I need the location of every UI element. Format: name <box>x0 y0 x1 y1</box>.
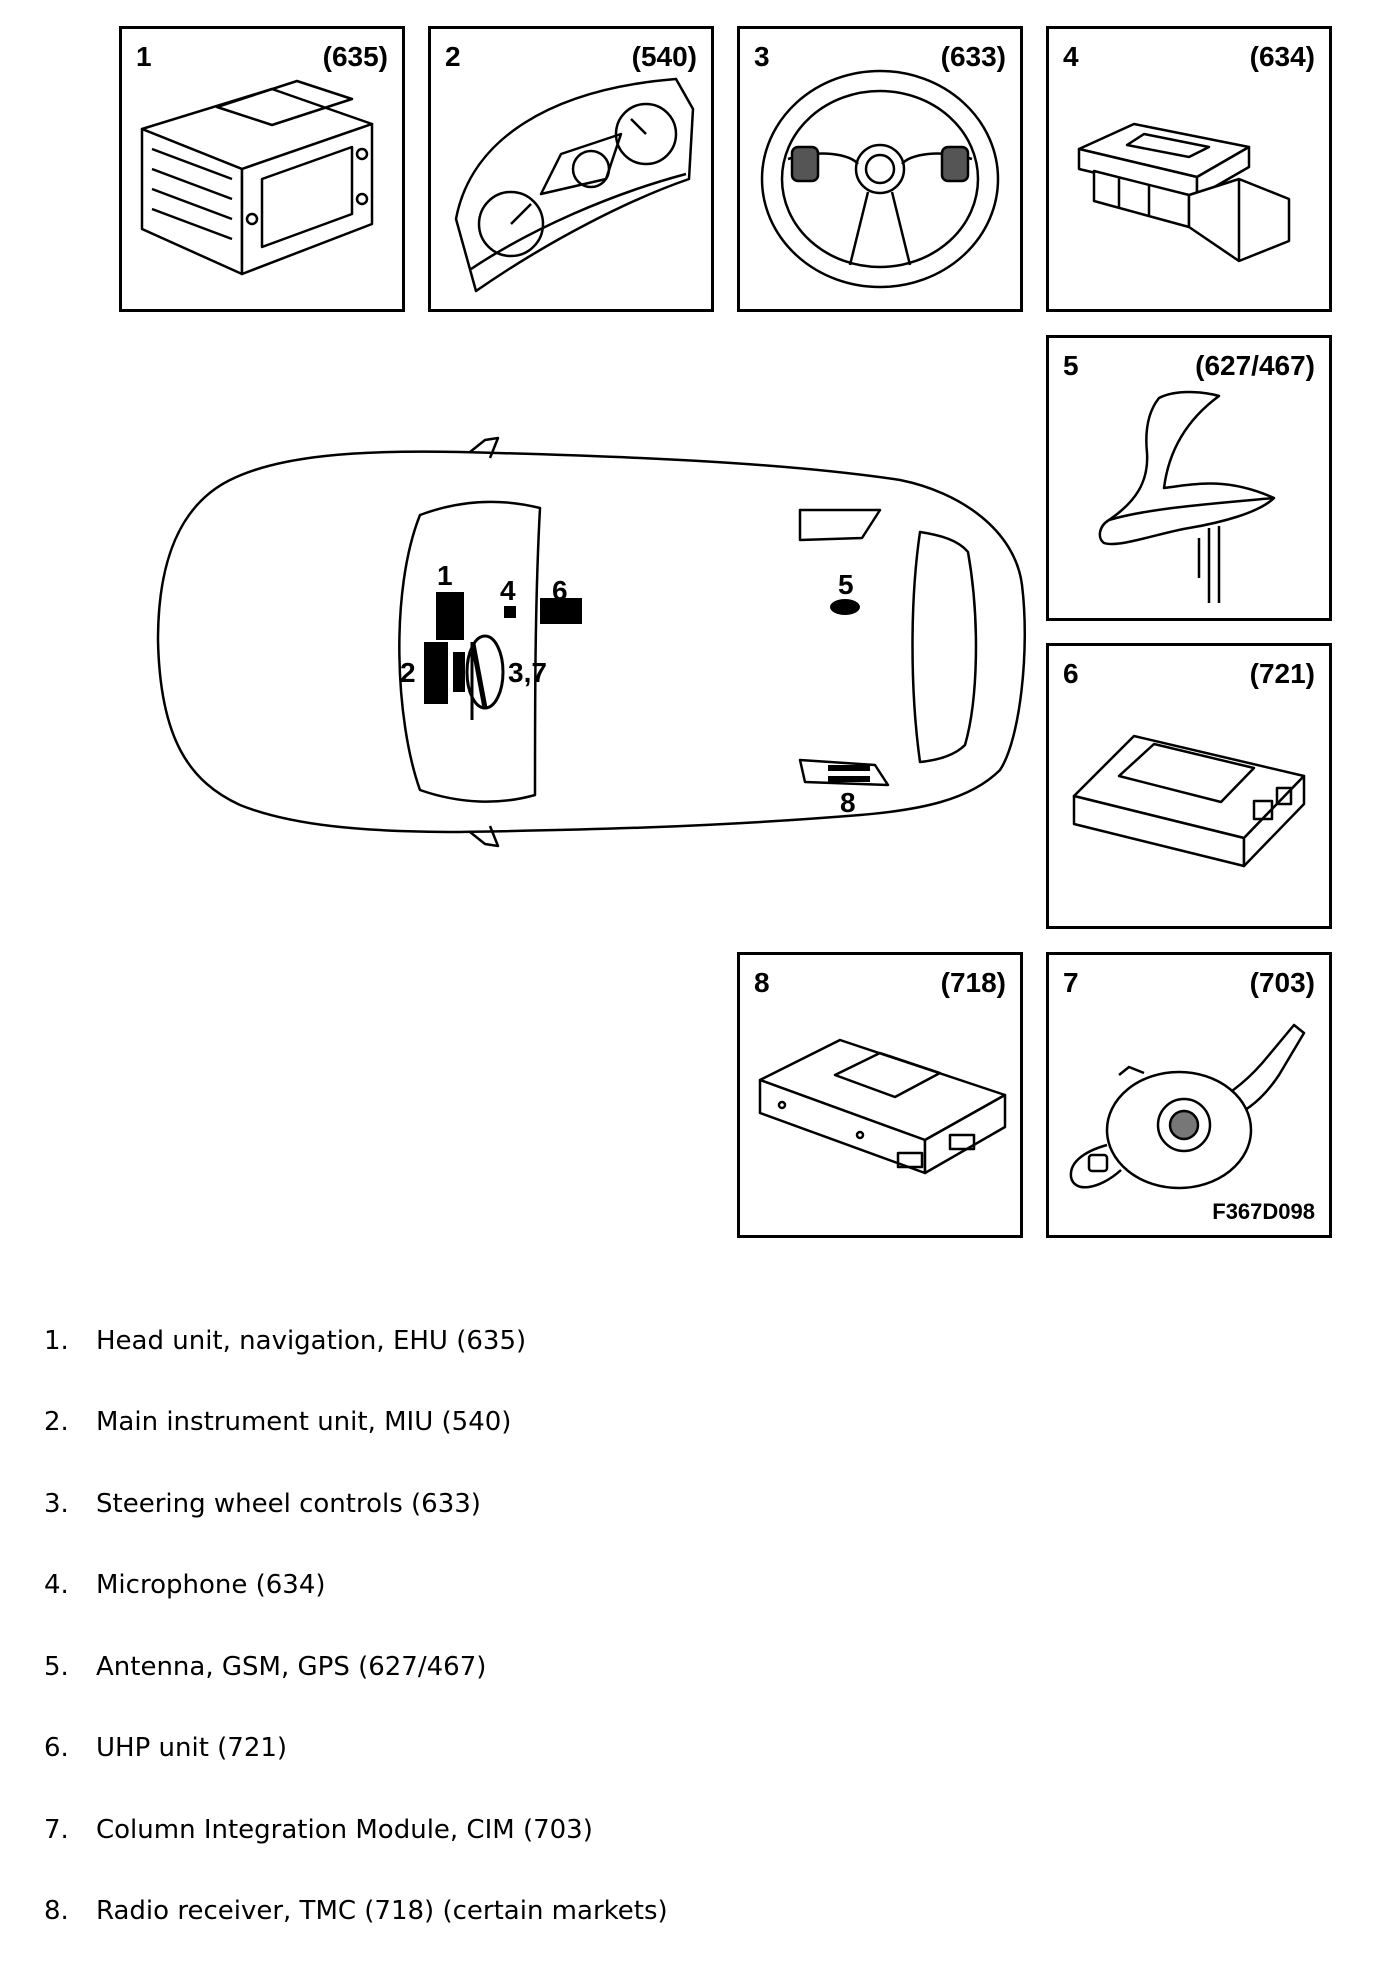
car-label-4: 4 <box>500 575 516 606</box>
panel-code: (634) <box>1249 41 1315 72</box>
legend-item: 8. Radio receiver, TMC (718) (certain mar… <box>44 1871 668 1953</box>
radio-receiver-icon <box>758 1038 1007 1175</box>
car-top-view: 1 2 3,7 4 6 5 8 <box>156 436 1026 848</box>
quarter-window-top <box>798 508 882 542</box>
panel-code: (721) <box>1249 658 1315 689</box>
legend-text: Steering wheel controls (633) <box>96 1488 481 1519</box>
rear-window <box>911 530 978 764</box>
panel-6: 6 (721) <box>1046 643 1332 929</box>
panel-number: 4 <box>1063 41 1079 72</box>
panel-code: (718) <box>940 967 1006 998</box>
marker-2 <box>424 642 448 704</box>
legend-text: Head unit, navigation, EHU (635) <box>96 1325 527 1356</box>
marker-6 <box>540 598 582 624</box>
car-body-outline <box>156 450 1026 834</box>
legend-item: 3. Steering wheel controls (633) <box>44 1463 668 1545</box>
steering-wheel-icon <box>760 69 1000 289</box>
legend-item: 2. Main instrument unit, MIU (540) <box>44 1382 668 1464</box>
marker-4 <box>504 606 516 618</box>
legend-number: 7. <box>44 1814 69 1845</box>
panel-7: 7 (703) F367D098 <box>1046 952 1332 1238</box>
panel-number: 6 <box>1063 658 1079 689</box>
legend-item: 5. Antenna, GSM, GPS (627/467) <box>44 1626 668 1708</box>
head-unit-icon <box>140 79 374 276</box>
panel-number: 8 <box>754 967 770 998</box>
component-location-figure: 1 (635) 2 (540) <box>119 26 1332 1238</box>
legend-item: 6. UHP unit (721) <box>44 1708 668 1790</box>
panel-code: (627/467) <box>1195 350 1315 381</box>
panel-code: (703) <box>1249 967 1315 998</box>
panel-code: (635) <box>322 41 388 72</box>
panel-code: (540) <box>631 41 697 72</box>
panel-number: 5 <box>1063 350 1079 381</box>
instrument-cluster-icon <box>454 77 695 293</box>
panel-number: 1 <box>136 41 152 72</box>
car-label-8: 8 <box>840 787 856 818</box>
panel-4: 4 (634) <box>1046 26 1332 312</box>
panel-code: (633) <box>940 41 1006 72</box>
legend-item: 7. Column Integration Module, CIM (703) <box>44 1789 668 1871</box>
marker-8a <box>828 765 870 771</box>
shark-fin-antenna-icon <box>1098 390 1276 603</box>
car-label-5: 5 <box>838 569 854 600</box>
marker-1 <box>436 592 464 640</box>
marker-7 <box>453 652 465 692</box>
legend-text: Main instrument unit, MIU (540) <box>96 1407 512 1438</box>
left-mirror <box>469 436 500 459</box>
car-label-2: 2 <box>400 657 416 688</box>
marker-5 <box>830 599 860 615</box>
figure-code: F367D098 <box>1212 1199 1315 1224</box>
panel-5: 5 (627/467) <box>1046 335 1332 621</box>
legend-item: 4. Microphone (634) <box>44 1545 668 1627</box>
legend-list: 1. Head unit, navigation, EHU (635) 2. Mai… <box>44 1300 668 1952</box>
legend-number: 4. <box>44 1570 69 1601</box>
legend-text: Radio receiver, TMC (718) (certain marke… <box>96 1896 668 1927</box>
windshield <box>398 500 542 803</box>
microphone-icon <box>1077 122 1291 263</box>
legend-number: 6. <box>44 1733 69 1764</box>
panel-2: 2 (540) <box>428 26 714 312</box>
legend-item: 1. Head unit, navigation, EHU (635) <box>44 1300 668 1382</box>
panel-number: 7 <box>1063 967 1079 998</box>
legend-text: UHP unit (721) <box>96 1733 288 1764</box>
panel-number: 3 <box>754 41 770 72</box>
quarter-window-bottom <box>798 758 890 787</box>
car-label-6: 6 <box>552 575 568 606</box>
legend-text: Column Integration Module, CIM (703) <box>96 1814 593 1845</box>
column-module-icon <box>1069 1023 1306 1190</box>
legend-number: 1. <box>44 1325 69 1356</box>
panel-number: 2 <box>445 41 461 72</box>
legend-number: 8. <box>44 1896 69 1927</box>
legend-number: 2. <box>44 1407 69 1438</box>
legend-number: 5. <box>44 1651 69 1682</box>
marker-8b <box>828 776 870 782</box>
panel-1: 1 (635) <box>119 26 405 312</box>
legend-text: Antenna, GSM, GPS (627/467) <box>96 1651 487 1682</box>
car-label-1: 1 <box>437 560 453 591</box>
car-label-3-7: 3,7 <box>508 657 547 688</box>
uhp-unit-icon <box>1072 734 1306 868</box>
panel-3: 3 (633) <box>737 26 1023 312</box>
right-mirror <box>469 825 500 848</box>
panel-8: 8 (718) <box>737 952 1023 1238</box>
legend-text: Microphone (634) <box>96 1570 326 1601</box>
legend-number: 3. <box>44 1488 69 1519</box>
